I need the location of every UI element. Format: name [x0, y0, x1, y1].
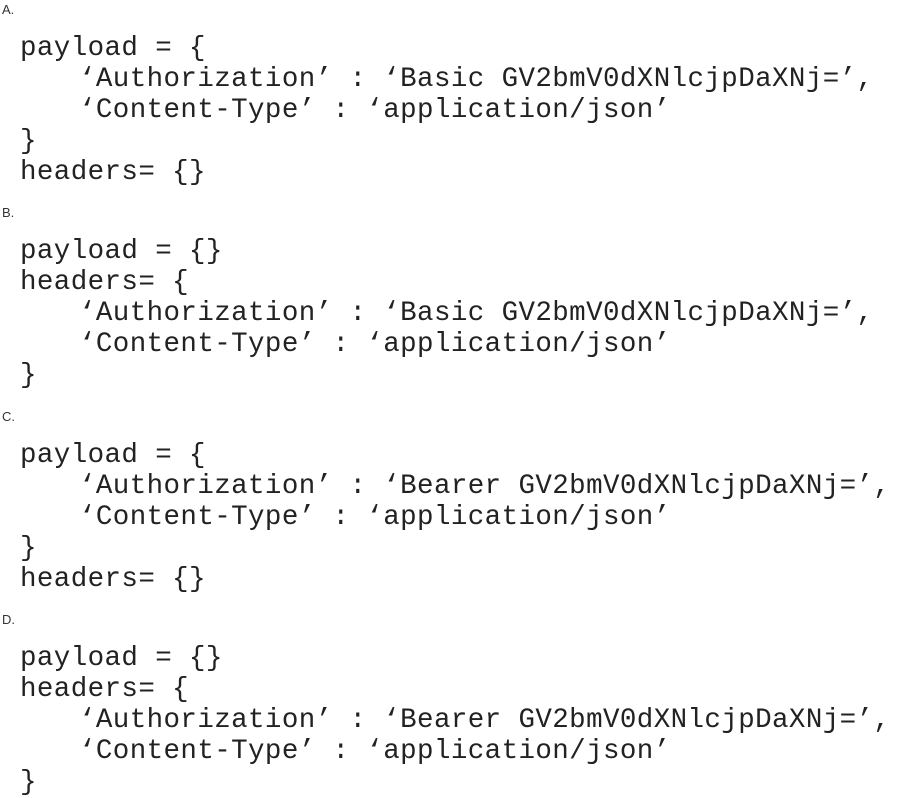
- code-line: }: [20, 767, 37, 798]
- code-line: ‘Authorization’ : ‘Bearer GV2bmV0dXNlcjp…: [79, 705, 891, 736]
- code-line: headers= {}: [20, 564, 206, 595]
- code-line: ‘Content-Type’ : ‘application/json’: [79, 502, 671, 533]
- code-line: headers= {: [20, 267, 190, 298]
- code-line: ‘Content-Type’ : ‘application/json’: [79, 736, 671, 767]
- code-line: }: [20, 533, 37, 564]
- code-block: payload = {‘Authorization’ : ‘Bearer GV2…: [20, 440, 890, 595]
- code-line: headers= {: [20, 674, 190, 705]
- code-block: payload = {‘Authorization’ : ‘Basic GV2b…: [20, 33, 873, 188]
- option-label: A.: [2, 2, 15, 17]
- code-line: payload = {: [20, 440, 206, 471]
- option-label: C.: [2, 409, 15, 424]
- option-label: D.: [2, 612, 15, 627]
- code-line: ‘Content-Type’ : ‘application/json’: [79, 329, 671, 360]
- code-line: }: [20, 360, 37, 391]
- code-line: payload = {: [20, 33, 206, 64]
- code-line: ‘Authorization’ : ‘Basic GV2bmV0dXNlcjpD…: [79, 298, 874, 329]
- code-line: ‘Authorization’ : ‘Bearer GV2bmV0dXNlcjp…: [79, 471, 891, 502]
- code-line: headers= {}: [20, 157, 206, 188]
- code-block: payload = {}headers= {‘Authorization’ : …: [20, 236, 873, 391]
- option-label: B.: [2, 205, 15, 220]
- code-line: ‘Authorization’ : ‘Basic GV2bmV0dXNlcjpD…: [79, 64, 874, 95]
- code-line: ‘Content-Type’ : ‘application/json’: [79, 95, 671, 126]
- code-line: }: [20, 126, 37, 157]
- code-line: payload = {}: [20, 643, 223, 674]
- code-block: payload = {}headers= {‘Authorization’ : …: [20, 643, 890, 798]
- code-line: payload = {}: [20, 236, 223, 267]
